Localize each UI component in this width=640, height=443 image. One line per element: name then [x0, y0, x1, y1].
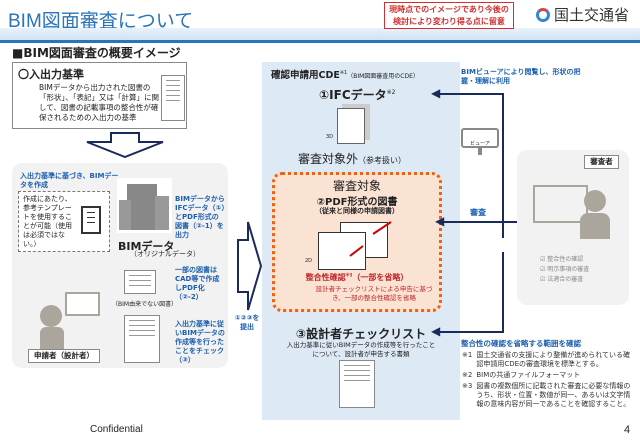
applicant-role: 申請者（設計者）	[28, 349, 100, 363]
viewer-note: BIMビューアにより閲覧し、形状の把握・理解に利用	[461, 68, 581, 85]
arrowhead-icon: ◀	[435, 214, 445, 228]
list-document-icon	[161, 75, 185, 121]
label-3d: 3D	[326, 134, 334, 140]
3d-building-icon	[337, 108, 365, 144]
ifc-title: ①IFCデータ※2	[319, 86, 396, 103]
consistency-sub: （一部を省略）	[352, 273, 409, 282]
logo-icon	[536, 7, 550, 22]
bim-data-label: BIMデータ	[118, 240, 175, 253]
flow-line-bottom	[502, 252, 504, 332]
pdf-sub: （従来と同様の申請図書）	[315, 207, 399, 215]
checklist-note: 入出力基準に従いBIMデータの作成等を行ったことについて、設計者が申告する書類	[286, 341, 436, 358]
label-2d: 2D	[305, 258, 313, 264]
submit-label: ①②③を提出	[234, 314, 260, 331]
review-item: ☑ 整合性の確認	[540, 256, 584, 263]
confirm-scope-label: 整合性の確認を省略する範囲を確認	[461, 339, 581, 348]
footnote-mark: ※1	[462, 351, 473, 359]
template-document-icon	[81, 206, 101, 234]
output-note: BIMデータからIFCデータ（①）とPDF形式の図書（②-1）を出力	[175, 195, 225, 239]
arrowhead-icon: ◀	[431, 324, 441, 338]
logo-text: 国土交通省	[554, 6, 630, 24]
footnote-text: 国土交通省の支援により整備が進められている確認申請用CDEの審査環境を標準とする…	[476, 351, 630, 368]
applicant-person-icon	[40, 305, 62, 327]
reviewer-panel	[517, 150, 629, 305]
footnote-text: 図書の複数個所に記載された審査に必要な情報のうち、形状・位置・数値が同一、あるい…	[476, 382, 631, 408]
review-item: ☑ 明示事項の審査	[540, 266, 590, 273]
io-heading: 〇入出力基準	[18, 68, 84, 81]
cde-title-text: 確認申請用CDE	[271, 70, 340, 81]
reviewer-body	[580, 213, 610, 239]
monitor-stand	[478, 148, 482, 155]
review-item-text: 明示事項の審査	[547, 266, 590, 273]
consistency-text: 整合性確認	[305, 273, 346, 282]
io-text: BIMデータから出力された図書の「形状」、「表記」又は「計算」に関して、図書の記…	[39, 83, 159, 122]
notice-box: 現時点でのイメージであり今後の検討により変わり得る点に留意	[384, 2, 514, 29]
non-bim-document-icon	[124, 270, 156, 294]
cde-sup: ※1	[339, 69, 348, 76]
flow-line-top	[502, 93, 504, 238]
create-note: 入出力基準に基づき、BIMデータを作成	[20, 172, 119, 189]
check-note: 入出力基準に従いBIMデータの作成等を行ったことをチェック（③）	[175, 320, 225, 364]
review-item-text: 整合性の確認	[547, 256, 584, 263]
footnote-mark: ※3	[462, 382, 473, 390]
in-scope-title: 審査対象	[332, 179, 381, 193]
arrow-to-checklist	[440, 331, 504, 333]
viewer-label: ビューア	[470, 141, 490, 147]
consistency-sup: ※3	[345, 272, 353, 278]
section-title: ■BIM図面審査の概要イメージ	[12, 46, 181, 60]
notice-line: 現時点でのイメージであり今後の	[389, 5, 509, 14]
page-title: BIM図面審査について	[8, 11, 194, 32]
footnote-mark: ※2	[462, 371, 473, 379]
cde-title: 確認申請用CDE※1（BIM図面審査用のCDE）	[271, 67, 419, 81]
down-arrow-icon	[86, 132, 164, 158]
template-note: 作成にあたり、参考テンプレートを使用することが可能（使用は必須ではない。）	[23, 195, 72, 248]
title-rule	[0, 40, 640, 43]
page-number: 4	[624, 424, 631, 436]
arrow-to-ifc	[440, 93, 504, 95]
applicant-body	[40, 327, 64, 349]
cde-sub: （BIM図面審査用のCDE）	[347, 73, 419, 80]
mlit-logo: 国土交通省	[536, 4, 629, 25]
consistency-title: 整合性確認※3（一部を省略）	[272, 272, 442, 283]
review-item-text: 法適合の審査	[547, 276, 584, 283]
checklist-title: ③設計者チェックリスト	[295, 327, 427, 341]
ifc-sup: ※2	[386, 89, 396, 96]
arrowhead-icon: ◀	[431, 86, 441, 100]
viewer-monitor-icon: ビューア	[461, 128, 499, 148]
review-label: 審査	[470, 208, 486, 217]
checklist-icon	[124, 315, 160, 363]
pdf-title: ②PDF形式の図書	[316, 197, 398, 208]
review-item: ☑ 法適合の審査	[540, 276, 584, 283]
designer-checklist-icon	[339, 360, 375, 408]
confidential-label: Confidential	[90, 424, 143, 435]
right-arrow-icon	[237, 221, 262, 311]
reviewer-role: 審査者	[584, 155, 619, 169]
bim-data-sub: （オリジナルデータ）	[130, 250, 200, 258]
non-bim-label: （BIM由来でない図書）	[112, 301, 178, 308]
reviewer-person-icon	[584, 190, 606, 212]
out-of-scope-text: 審査対象外	[298, 152, 359, 166]
template-note-box: 作成にあたり、参考テンプレートを使用することが可能（使用は必須ではない。）	[18, 191, 110, 252]
ifc-text: ①IFCデータ	[319, 88, 387, 102]
consistency-note: 設計者チェックリストによる申告に基づき、一部の整合性確認を省略	[315, 285, 433, 302]
arrow-to-pdf	[444, 221, 517, 223]
notice-line: 検討により変わり得る点に留意	[393, 17, 505, 26]
applicant-board-icon	[65, 292, 100, 316]
review-items: ☑ 整合性の確認 ☑ 明示事項の審査 ☑ 法適合の審査	[540, 255, 589, 285]
footnote-text: BIMの共通ファイルフォーマット	[476, 371, 581, 379]
out-of-scope: 審査対象外（参考扱い）	[298, 150, 406, 167]
cad-note: 一部の図書はCAD等で作成しPDF化（②-2）	[175, 266, 220, 301]
bim-building-icon	[117, 178, 172, 233]
crosscheck-arrows-icon	[349, 221, 392, 257]
out-of-scope-sub: （参考扱い）	[358, 156, 407, 165]
io-standard-box: 〇入出力基準 BIMデータから出力された図書の「形状」、「表記」又は「計算」に関…	[12, 62, 187, 129]
title-band	[0, 28, 640, 40]
